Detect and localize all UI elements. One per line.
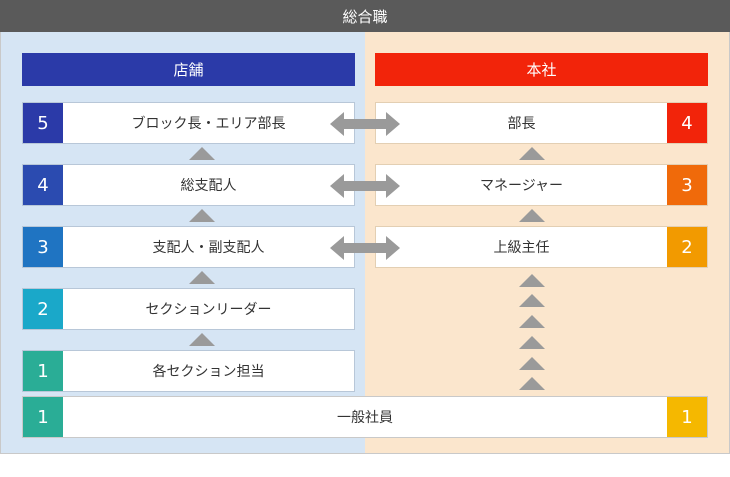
level-label: 上級主任 (493, 240, 550, 256)
hq-level-2: 上級主任 2 (375, 226, 708, 268)
level-number: 2 (667, 227, 707, 267)
level-number: 1 (23, 351, 63, 391)
level-number: 5 (23, 103, 63, 143)
level-label: セクションリーダー (145, 302, 272, 318)
up-arrow-icon (519, 315, 545, 328)
double-arrow-icon (330, 112, 400, 136)
store-level-4: 4 総支配人 (22, 164, 355, 206)
level-label: 総支配人 (180, 178, 237, 194)
up-arrow-icon (519, 357, 545, 370)
store-header: 店舗 (22, 53, 355, 86)
level-number: 3 (23, 227, 63, 267)
level-label: ブロック長・エリア部長 (131, 116, 286, 132)
level-number-left: 1 (23, 397, 63, 437)
general-staff-label: 一般社員 (337, 410, 393, 426)
level-number: 4 (23, 165, 63, 205)
level-number: 3 (667, 165, 707, 205)
hq-header: 本社 (375, 53, 708, 86)
section-title: 総合職 (0, 0, 730, 32)
level-number: 4 (667, 103, 707, 143)
level-number: 2 (23, 289, 63, 329)
level-label: マネージャー (479, 178, 564, 194)
section-title-text: 総合職 (342, 7, 388, 26)
store-level-5: 5 ブロック長・エリア部長 (22, 102, 355, 144)
double-arrow-icon (330, 174, 400, 198)
up-arrow-icon (519, 274, 545, 287)
up-arrow-icon (189, 271, 215, 284)
double-arrow-icon (330, 236, 400, 260)
up-arrow-icon (519, 336, 545, 349)
up-arrow-icon (519, 147, 545, 160)
up-arrow-icon (519, 294, 545, 307)
up-arrow-icon (519, 209, 545, 222)
level-number-right: 1 (667, 397, 707, 437)
store-level-1: 1 各セクション担当 (22, 350, 355, 392)
hq-header-label: 本社 (526, 61, 557, 79)
up-arrow-icon (189, 147, 215, 160)
up-arrow-icon (519, 377, 545, 390)
store-header-label: 店舗 (173, 61, 204, 79)
store-level-2: 2 セクションリーダー (22, 288, 355, 330)
up-arrow-icon (189, 333, 215, 346)
hq-level-4: 部長 4 (375, 102, 708, 144)
level-label: 部長 (507, 116, 536, 132)
hq-level-3: マネージャー 3 (375, 164, 708, 206)
level-label: 各セクション担当 (152, 364, 265, 380)
general-staff-row: 1 一般社員 1 (22, 396, 708, 438)
store-level-3: 3 支配人・副支配人 (22, 226, 355, 268)
up-arrow-icon (189, 209, 215, 222)
level-label: 支配人・副支配人 (152, 240, 265, 256)
